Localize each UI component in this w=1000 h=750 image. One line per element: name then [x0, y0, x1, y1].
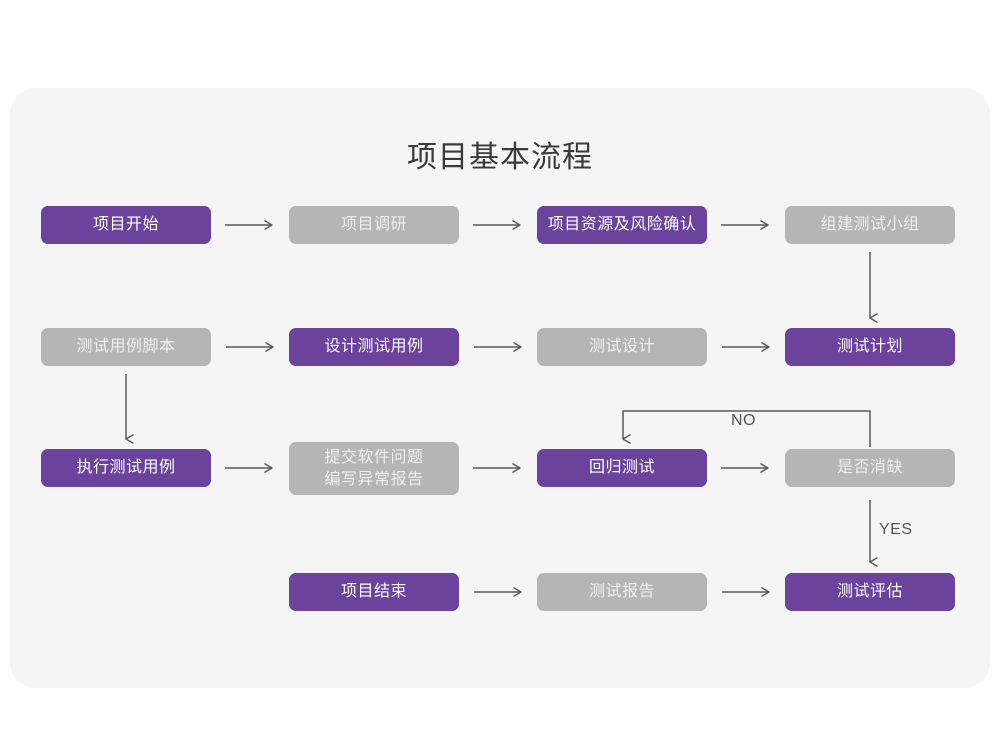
node-resource-risk-confirm[interactable]: 项目资源及风险确认: [537, 206, 707, 244]
node-build-test-team[interactable]: 组建测试小组: [785, 206, 955, 244]
node-test-report[interactable]: 测试报告: [537, 573, 707, 611]
node-regression-test[interactable]: 回归测试: [537, 449, 707, 487]
page-title: 项目基本流程: [407, 141, 593, 174]
edge-label-no: NO: [731, 412, 756, 429]
node-design-test-cases[interactable]: 设计测试用例: [289, 328, 459, 366]
node-test-plan[interactable]: 测试计划: [785, 328, 955, 366]
node-test-design[interactable]: 测试设计: [537, 328, 707, 366]
node-execute-test-cases[interactable]: 执行测试用例: [41, 449, 211, 487]
node-test-case-script[interactable]: 测试用例脚本: [41, 328, 211, 366]
node-defect-cleared[interactable]: 是否消缺: [785, 449, 955, 487]
edge-label-yes: YES: [879, 521, 913, 538]
node-submit-defect-report[interactable]: 提交软件问题 编写异常报告: [289, 442, 459, 495]
node-test-evaluation[interactable]: 测试评估: [785, 573, 955, 611]
node-project-start[interactable]: 项目开始: [41, 206, 211, 244]
node-project-end[interactable]: 项目结束: [289, 573, 459, 611]
node-project-research[interactable]: 项目调研: [289, 206, 459, 244]
